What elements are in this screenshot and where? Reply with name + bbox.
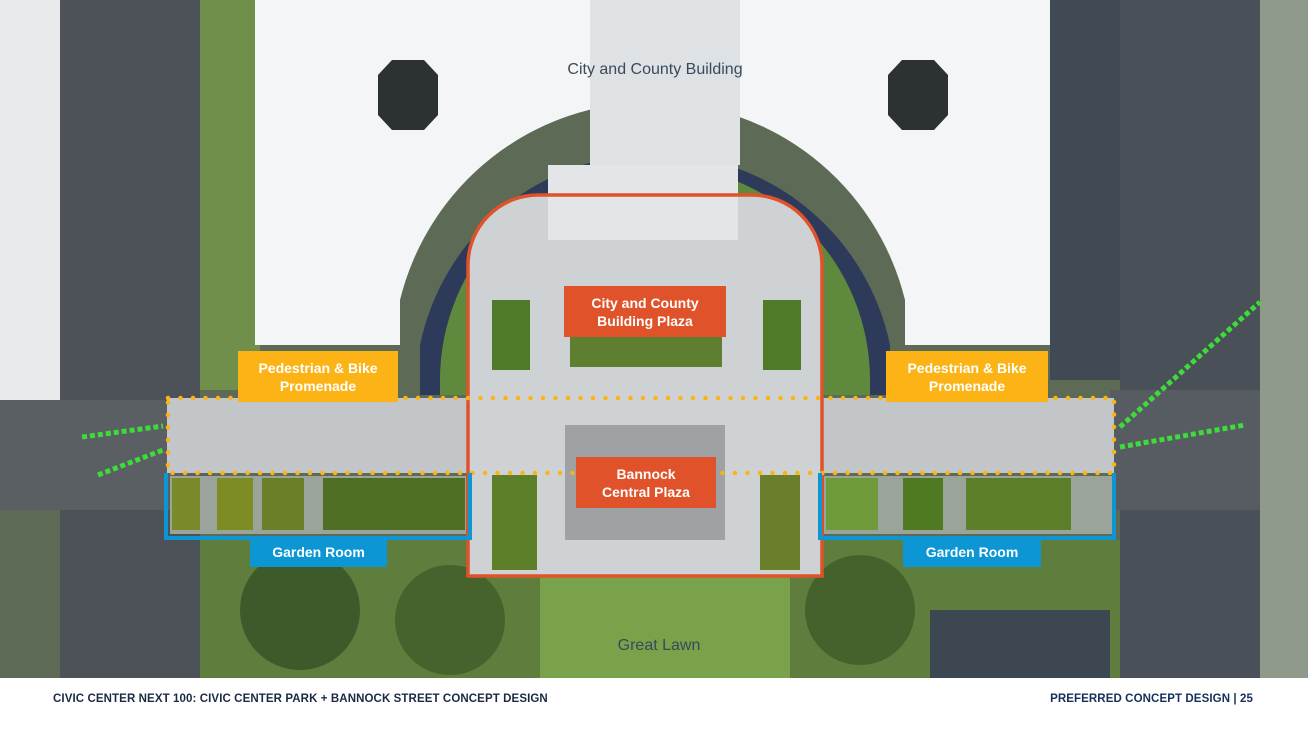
right-road bbox=[1120, 0, 1260, 678]
garden-bed bbox=[262, 478, 304, 530]
garden-bed bbox=[172, 478, 200, 530]
plaza-paving bbox=[468, 195, 822, 576]
garden-bed bbox=[217, 478, 253, 530]
left-lawn bbox=[200, 0, 260, 390]
promenade-left-label: Pedestrian & Bike Promenade bbox=[238, 351, 398, 402]
planter bbox=[763, 300, 801, 370]
garden-bed bbox=[826, 478, 878, 530]
planter bbox=[760, 475, 800, 570]
planter bbox=[492, 475, 537, 570]
garden-left-label: Garden Room bbox=[250, 537, 387, 567]
building-label: City and County Building bbox=[567, 61, 743, 78]
garden-bed bbox=[903, 478, 943, 530]
roof bbox=[930, 610, 1110, 678]
tree bbox=[395, 565, 505, 675]
garden-bed bbox=[323, 478, 465, 530]
crossing-line bbox=[81, 423, 164, 440]
garden-bed bbox=[966, 478, 1071, 530]
right-sidewalk bbox=[1260, 0, 1308, 678]
left-building bbox=[0, 0, 60, 400]
great-lawn bbox=[540, 575, 790, 678]
aerial-map bbox=[0, 0, 1308, 678]
building-center bbox=[590, 0, 740, 165]
bike-crossings bbox=[81, 300, 1262, 478]
plaza-boundary bbox=[466, 193, 824, 578]
left-tower bbox=[378, 60, 438, 130]
building-steps bbox=[548, 165, 738, 240]
central-plaza-label: Bannock Central Plaza bbox=[576, 457, 716, 508]
building-plaza-label: City and County Building Plaza bbox=[564, 286, 726, 337]
document-title: CIVIC CENTER NEXT 100: CIVIC CENTER PARK… bbox=[53, 693, 548, 705]
right-tower bbox=[888, 60, 948, 130]
promenade-right-label: Pedestrian & Bike Promenade bbox=[886, 351, 1048, 402]
crossing-line bbox=[97, 447, 164, 478]
planter bbox=[570, 337, 722, 367]
section-page-number: PREFERRED CONCEPT DESIGN | 25 bbox=[1050, 693, 1253, 705]
planter bbox=[492, 300, 530, 370]
promenade-boundary bbox=[165, 395, 1117, 476]
crossing-line bbox=[1118, 300, 1262, 429]
lawn-label: Great Lawn bbox=[617, 637, 701, 654]
garden-right-label: Garden Room bbox=[903, 537, 1041, 567]
tree bbox=[240, 550, 360, 670]
right-building-roof bbox=[1050, 0, 1130, 380]
left-road bbox=[60, 0, 200, 678]
city-county-building bbox=[255, 0, 1050, 345]
crossing-line bbox=[1119, 422, 1246, 450]
tree bbox=[805, 555, 915, 665]
